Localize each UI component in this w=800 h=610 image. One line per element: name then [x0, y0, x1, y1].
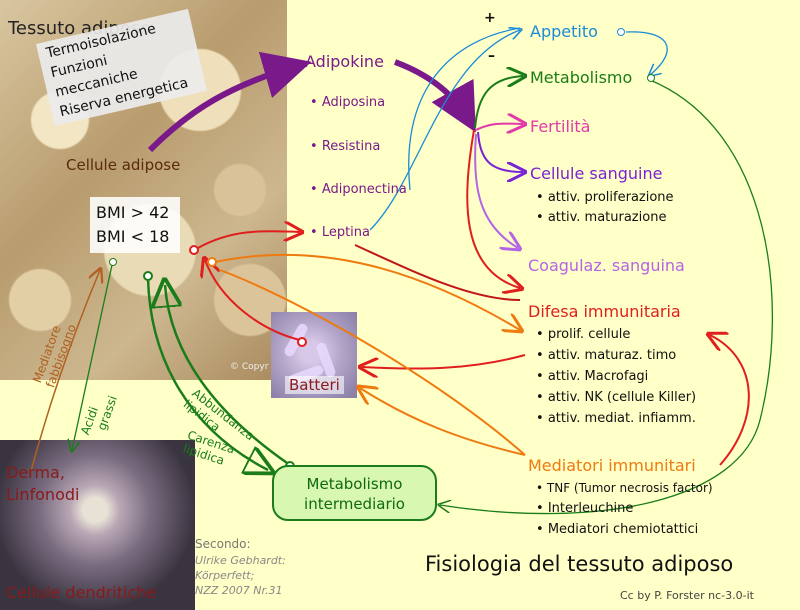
mediator-item: • TNF (Tumor necrosis factor) [536, 481, 713, 495]
dendritic-cells-label: Cellule dendritiche [6, 583, 157, 602]
lipid-node [143, 271, 153, 281]
coagulation-label: Coagulaz. sanguina [528, 256, 685, 275]
source-label: Secondo: [195, 537, 251, 551]
adipokine-item: • Leptina [310, 225, 370, 240]
mediator-item: • Interleuchine [536, 501, 634, 516]
arrow-leptin-to-appetite [369, 30, 520, 231]
mediator-item-label: Interleuchine [547, 501, 634, 516]
photo-credit: © Copyr [230, 362, 269, 372]
immune-item: • attiv. mediat. infiamm. [536, 411, 696, 426]
fertility-label: Fertilità [530, 117, 591, 136]
arrow-mediators-to-immune [710, 335, 750, 466]
appetite-label: Appetito [530, 22, 598, 41]
immune-item-label: attiv. mediat. infiamm. [547, 411, 696, 426]
arrow-orange-to-immune [214, 253, 520, 330]
immune-item-label: attiv. Macrofagi [547, 369, 649, 384]
dendritic-location-line: Derma, [6, 463, 65, 482]
arrow-immune-to-bacteria [362, 354, 526, 369]
immune-item: • attiv. maturaz. timo [536, 348, 677, 363]
arrow-bacteria-to-bmi [205, 260, 301, 341]
immune-item: • prolif. cellule [536, 327, 631, 342]
arrow-fatty-acids [72, 264, 113, 450]
minus-sign: – [488, 48, 495, 64]
arrow-hub-to-immune [466, 129, 520, 288]
main-title: Fisiologia del tessuto adiposo [425, 552, 734, 576]
adipokine-item: • Resistina [310, 139, 381, 154]
arrow-mediators-to-bacteria [360, 388, 526, 456]
blood-item-label: attiv. maturazione [547, 210, 667, 225]
mediator-item: • Mediatori chemiotattici [536, 522, 699, 537]
bacteria-node [297, 337, 307, 347]
arrow-lipid-abundance [165, 285, 291, 467]
bmi-high: BMI > 42 [96, 203, 170, 222]
source-line: Ulrike Gebhardt: [195, 554, 286, 567]
immune-item-label: attiv. maturaz. timo [547, 348, 677, 363]
arrow-hub-to-metabolism [474, 76, 523, 129]
orange-node [207, 257, 217, 267]
arrow-cells-to-adipokine [147, 51, 312, 153]
adipokine-item-label: Adiponectina [321, 182, 407, 197]
bmi-node [189, 245, 199, 255]
fatty-acid-node [109, 258, 117, 266]
arrow-bmi-to-leptin [197, 231, 300, 249]
intermediary-line: intermediario [304, 495, 405, 513]
arrow-adiponectin-to-appetite [408, 27, 521, 191]
immune-item: • attiv. Macrofagi [536, 369, 649, 384]
arrow-hub-to-fertility [475, 124, 523, 130]
source-citation: Ulrike Gebhardt: Körperfett; NZZ 2007 Nr… [195, 553, 286, 598]
bacteria-label: Batteri [285, 376, 344, 394]
blood-item: • attiv. proliferazione [536, 190, 674, 205]
intermediary-line: Metabolismo [306, 475, 403, 493]
arrow-appetite-to-metabolism [625, 31, 668, 75]
adipokine-item: • Adiposina [310, 95, 386, 110]
blood-item-label: attiv. proliferazione [547, 190, 674, 205]
bmi-low: BMI < 18 [96, 227, 170, 246]
arrow-mediator-need [29, 270, 100, 476]
adipokine-item-label: Leptina [321, 225, 370, 240]
adipokine-item-label: Adiposina [321, 95, 386, 110]
metabolism-label: Metabolismo [530, 68, 633, 87]
source-line: Körperfett; [195, 569, 255, 582]
dendritic-location-line: Linfonodi [6, 485, 80, 504]
immune-defense-label: Difesa immunitaria [528, 302, 681, 321]
immune-item: • attiv. NK (cellule Killer) [536, 390, 697, 405]
arrow-hub-to-coagulation [474, 133, 518, 248]
plus-sign: + [484, 10, 496, 26]
arrow-hub-to-blood-cells [477, 131, 523, 172]
mediator-item-label: Mediatori chemiotattici [547, 522, 699, 537]
immune-item-label: attiv. NK (cellule Killer) [547, 390, 697, 405]
adipokine-item-label: Resistina [321, 139, 381, 154]
mediator-item-label: TNF (Tumor necrosis factor) [546, 481, 713, 495]
adipokine-title: Adipokine [305, 52, 384, 71]
arrow-metabolism-to-intermediary [440, 79, 773, 515]
immune-mediators-label: Mediatori immunitari [528, 456, 696, 475]
arrow-leptin-to-immune [354, 244, 521, 301]
arrow-orange-mid-to-mediators [219, 269, 526, 456]
blood-item: • attiv. maturazione [536, 210, 667, 225]
dendritic-location-label: Derma, Linfonodi [6, 462, 79, 506]
adipokine-item: • Adiponectina [310, 182, 407, 197]
arrow-adipokine-to-hub [393, 59, 476, 133]
metabolism-node [647, 74, 655, 82]
bmi-box: BMI > 42 BMI < 18 [90, 197, 180, 253]
fat-cells-label: Cellule adipose [66, 156, 181, 174]
intermediary-metabolism-box: Metabolismo intermediario [272, 465, 437, 521]
source-line: NZZ 2007 Nr.31 [195, 584, 283, 597]
immune-item-label: prolif. cellule [547, 327, 631, 342]
arrow-lipid-shortage [146, 277, 268, 470]
appetite-node [617, 28, 625, 36]
blood-cells-label: Cellule sanguine [530, 164, 663, 183]
credit-label: Cc by P. Forster nc-3.0-it [620, 589, 754, 602]
